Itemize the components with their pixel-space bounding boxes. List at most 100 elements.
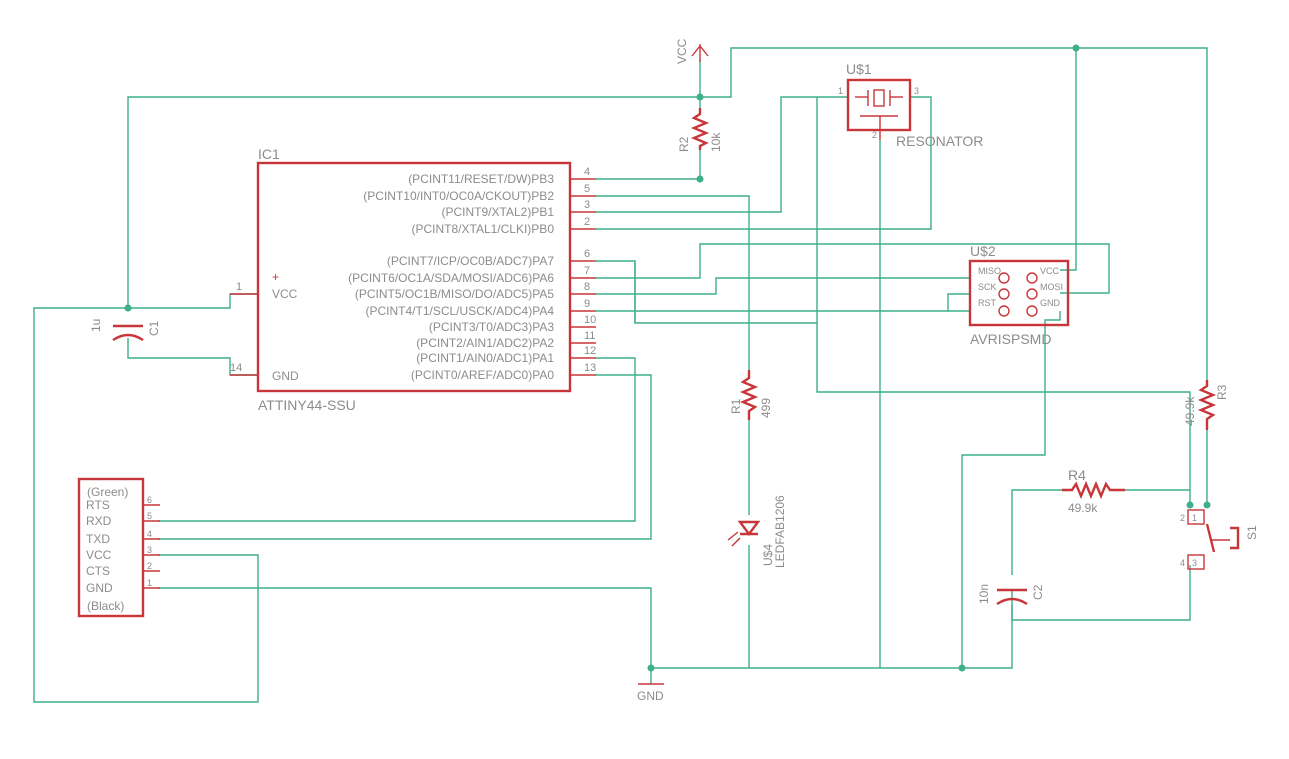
ic1-pin-num-right: 7 (584, 265, 590, 277)
r2-ref: R2 (677, 136, 691, 152)
ic1-pin-label-right: (PCINT4/T1/SCL/USCK/ADC4)PA4 (366, 304, 555, 318)
ic1-pin-num-right: 3 (584, 199, 590, 211)
avr-value: AVRISPSMD (970, 331, 1051, 347)
avr-pin-label: MISO (978, 266, 1001, 276)
resonator-pin2: 2 (872, 130, 877, 140)
avr-pin-label: GND (1040, 298, 1061, 308)
avr-ref: U$2 (970, 243, 996, 259)
wire-pa7 (596, 140, 818, 324)
ic1-name: ATTINY44-SSU (258, 397, 356, 413)
avr-pin-label: RST (978, 298, 997, 308)
junction (696, 93, 704, 101)
ftdi-body (77, 477, 145, 618)
ic1-pin-label-right: (PCINT1/AIN0/ADC1)PA1 (416, 351, 554, 365)
wire-vcc-avr (1060, 48, 1077, 271)
wire-switch-c2 (1011, 565, 1191, 621)
ic1-pin-num-right: 6 (584, 248, 590, 260)
avr-pin-label: SCK (978, 282, 997, 292)
junction (124, 304, 132, 312)
r2-value: 10k (709, 132, 723, 152)
ftdi-pin-num: 2 (147, 561, 152, 571)
wire-pa0-txd (158, 374, 652, 540)
wire-pb0-res (596, 96, 932, 230)
resonator-ref: U$1 (846, 61, 872, 77)
wires (33, 47, 1208, 703)
ic1-pin-label-left: VCC (272, 287, 298, 301)
resonator-body (846, 78, 912, 132)
wire-pb2-r1 (596, 195, 750, 370)
junction (958, 664, 966, 672)
ic1-pin-num-right: 11 (584, 330, 595, 342)
ic1-pin-label-right: (PCINT8/XTAL1/CLKI)PB0 (412, 222, 555, 236)
c2: 10n C2 (977, 584, 1045, 606)
ftdi-pin-num: 5 (147, 511, 152, 521)
ic1-ref: IC1 (258, 146, 280, 162)
ftdi-pin-num: 6 (147, 495, 152, 505)
ftdi-top-label: (Green) (87, 485, 128, 499)
c2-value: 10n (977, 584, 991, 604)
ftdi-pin-label: TXD (86, 532, 110, 546)
wire-pa1-rxd (158, 357, 636, 522)
c2-ref: C2 (1031, 584, 1045, 600)
junction (1072, 44, 1080, 52)
wire-gnd-bus (651, 590, 1013, 669)
wire-r2-pb3 (596, 150, 701, 180)
wire-pa5-miso (596, 277, 970, 295)
wire-c1-vcc-pin (128, 293, 258, 309)
vcc-label: VCC (675, 38, 689, 64)
r3: 49.9k R3 (1183, 380, 1229, 430)
r1: R1 499 (729, 370, 773, 420)
ic1-pin-label-right: (PCINT5/OC1B/MISO/DO/ADC5)PA5 (355, 287, 554, 301)
ic1-pin-label-right: (PCINT6/OC1A/SDA/MOSI/ADC6)PA6 (348, 271, 554, 285)
r1-ref: R1 (729, 398, 743, 414)
avr-isp: U$2 AVRISPSMD MISO SCK RST VCC MOSI GND (968, 243, 1070, 347)
ic1-pin-num-right: 4 (584, 166, 590, 178)
wire-pb1-res (596, 96, 848, 213)
ic1-pin-num-right: 13 (584, 362, 596, 374)
wire-ftdi-gnd (158, 587, 652, 668)
resonator-pin1: 1 (838, 86, 843, 96)
wire-vcc-ftdi (33, 307, 259, 703)
c1-ref: C1 (147, 320, 161, 336)
ic1: IC1 ATTINY44-SSU + 1 14 VCC GND 4(PCINT1… (230, 146, 596, 413)
r3-ref: R3 (1215, 384, 1229, 400)
avr-pin-label: VCC (1040, 266, 1060, 276)
ftdi-pin-label: GND (86, 581, 113, 595)
junction (1186, 501, 1194, 509)
ic1-pin-label-right: (PCINT7/ICP/OC0B/ADC7)PA7 (387, 254, 554, 268)
ic1-origin-mark: + (272, 270, 279, 284)
ic1-pin-num-left: 14 (230, 362, 242, 374)
s1-pin3: 3 (1192, 558, 1197, 568)
led: U$4 LEDFAB1206 (727, 495, 787, 568)
junction (647, 664, 655, 672)
gnd-symbol: GND (637, 683, 664, 703)
ic1-pin-num-left: 1 (236, 281, 242, 293)
ftdi-bottom-label: (Black) (87, 599, 124, 613)
ftdi-pin-num: 1 (147, 578, 152, 588)
s1: 1 2 3 4 S1 (1180, 509, 1259, 570)
s1-pin2: 2 (1180, 513, 1185, 523)
led-value: LEDFAB1206 (773, 495, 787, 568)
ic1-pin-num-right: 2 (584, 216, 590, 228)
wire-pa6-mosi (596, 243, 1110, 294)
ftdi-pin-label: CTS (86, 564, 110, 578)
resonator-value: RESONATOR (896, 133, 983, 149)
r4-value: 49.9k (1068, 501, 1098, 515)
ic1-body (256, 161, 572, 393)
led-ref: U$4 (761, 544, 775, 566)
junction (696, 175, 704, 183)
wire-pa4-sck (596, 293, 970, 312)
vcc-symbol: VCC (675, 38, 709, 64)
r3-value: 49.9k (1183, 396, 1197, 426)
resonator-pin3: 3 (914, 86, 919, 96)
r4-ref: R4 (1068, 467, 1086, 483)
s1-pin1: 1 (1192, 513, 1197, 523)
ic1-right-pins: 4(PCINT11/RESET/DW)PB35(PCINT10/INT0/OC0… (348, 166, 596, 382)
wire-vcc-c1 (127, 60, 701, 308)
c1-value: 1u (89, 319, 103, 332)
ic1-pin-label-left: GND (272, 369, 299, 383)
ic1-pin-num-right: 9 (584, 298, 590, 310)
ftdi-pin-num: 4 (147, 529, 152, 539)
